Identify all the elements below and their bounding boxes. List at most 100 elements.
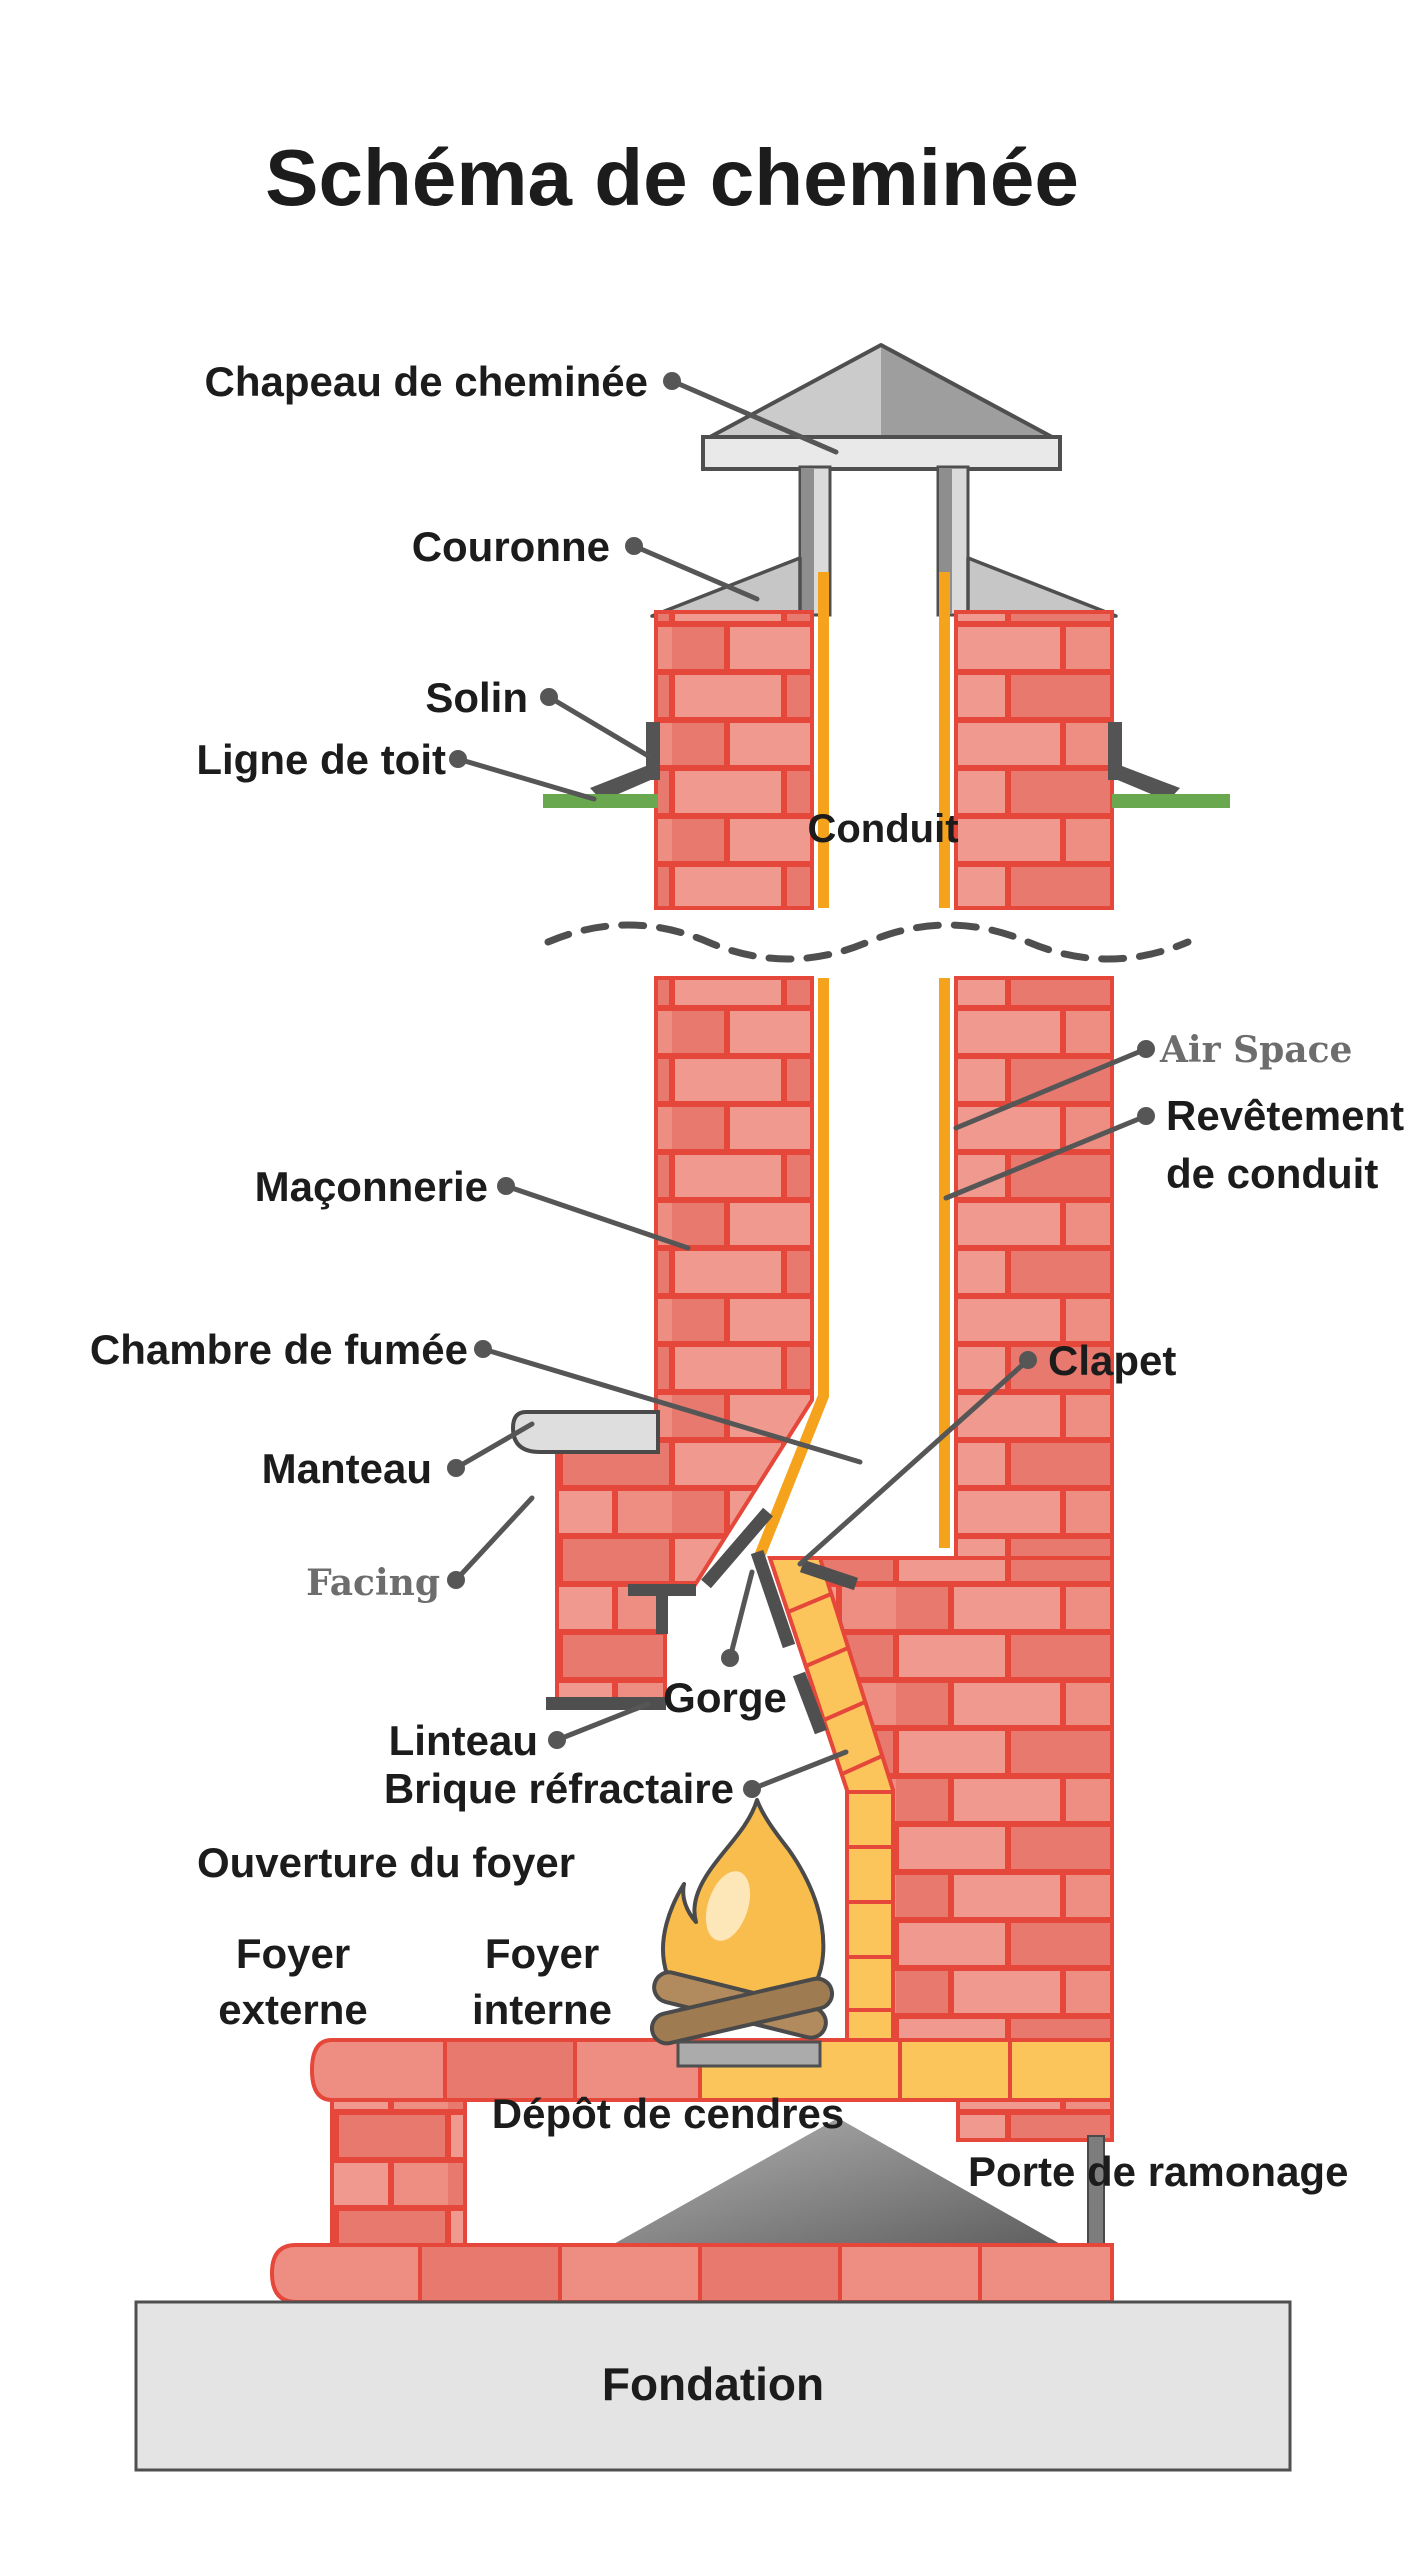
leader-chambre (480, 1346, 863, 1465)
dot-chapeau (663, 372, 681, 390)
label-foyer-externe-line1: Foyer (236, 1930, 350, 1977)
leader-revetement (943, 1113, 1149, 1201)
leader-solin (546, 694, 653, 760)
label-solin: Solin (425, 674, 528, 721)
label-conduit: Conduit (807, 807, 958, 851)
roof-line-left (543, 794, 658, 808)
ash-pile (612, 2118, 1062, 2245)
flashing-right-diagonal (1108, 766, 1180, 801)
label-chambre-de-fumee: Chambre de fumée (90, 1326, 468, 1373)
inner-hearth-joints (898, 2040, 1012, 2100)
label-revetement-line1: Revêtement (1166, 1092, 1404, 1139)
flue-liner-lower-right (939, 978, 950, 1548)
break-wavy-line (544, 921, 1192, 963)
flame-highlight (705, 1871, 751, 1941)
dot-gorge (721, 1649, 739, 1667)
base-brick-course (269, 2243, 1114, 2304)
outer-hearth-joints (443, 2040, 577, 2100)
leader-clapet (797, 1357, 1031, 1567)
leader-couronne (631, 543, 760, 602)
flashing-left-diagonal (590, 766, 660, 801)
label-maconnerie: Maçonnerie (255, 1163, 488, 1210)
damper-plate (799, 1559, 859, 1591)
labels: Chapeau de cheminée Couronne Solin Ligne… (90, 358, 1404, 2410)
label-facing: Facing (306, 1562, 440, 1604)
throat-left-lining (701, 1507, 773, 1589)
mantel-shelf (510, 1410, 660, 1454)
cap-post-left-shade (801, 468, 814, 614)
masonry-left-support-wall (330, 2098, 467, 2247)
fire (649, 1798, 835, 2046)
dot-facing (447, 1571, 465, 1589)
base-brick-b (700, 2247, 840, 2300)
leader-gorge (727, 1569, 755, 1661)
masonry-lower-right-column (954, 976, 1114, 1560)
throat-step-bar (656, 1584, 668, 1634)
label-brique-refractaire: Brique réfractaire (384, 1765, 734, 1812)
dot-maconnerie (497, 1177, 515, 1195)
label-linteau: Linteau (389, 1717, 538, 1764)
dot-ligne-de-toit (449, 750, 467, 768)
leader-brique (749, 1749, 849, 1792)
flashing-right-vertical (1108, 722, 1122, 780)
label-revetement-line2: de conduit (1166, 1150, 1378, 1197)
leader-linteau (554, 1701, 651, 1743)
label-porte-de-ramonage: Porte de ramonage (968, 2148, 1348, 2195)
leader-chapeau (669, 378, 839, 455)
base (134, 2243, 1292, 2472)
label-ouverture-du-foyer: Ouverture du foyer (197, 1839, 575, 1886)
masonry-upper-right-column (954, 610, 1114, 910)
dot-clapet (1019, 1351, 1037, 1369)
log-right (649, 1976, 835, 2046)
damper-edge-lower (792, 1671, 828, 1735)
crown (650, 556, 1118, 618)
flashing-left-vertical (646, 722, 660, 780)
roof-flashing (590, 722, 1180, 801)
base-course-joints (418, 2245, 982, 2302)
leader-facing (453, 1495, 535, 1583)
dot-manteau (447, 1459, 465, 1477)
label-ligne-de-toit: Ligne de toit (196, 736, 446, 783)
outer-hearth-brick (445, 2042, 575, 2098)
firebrick-joints (787, 1592, 893, 2012)
masonry-upper-left-column (654, 610, 814, 910)
roof-line (543, 794, 1230, 808)
dot-chambre (474, 1340, 492, 1358)
label-foyer-interne-line1: Foyer (485, 1930, 599, 1977)
leader-ligne-de-toit (455, 756, 597, 802)
firebrick (698, 1556, 1114, 2102)
leader-manteau (453, 1421, 535, 1471)
cap-posts (798, 465, 970, 617)
chimney-cap (701, 343, 1062, 471)
base-brick-a (420, 2247, 560, 2300)
flue-liner-upper-left (818, 572, 829, 908)
label-foyer-externe-line2: externe (218, 1986, 367, 2033)
label-fondation: Fondation (602, 2358, 824, 2410)
page-title: Schéma de cheminée (265, 133, 1079, 222)
roof-line-right (1112, 794, 1230, 808)
dot-linteau (548, 1731, 566, 1749)
flue-liners (752, 572, 950, 1563)
dot-air-space (1137, 1040, 1155, 1058)
label-manteau: Manteau (262, 1445, 432, 1492)
outer-hearth (309, 2038, 702, 2102)
label-foyer-interne-line2: interne (472, 1986, 612, 2033)
cap-base-slab (701, 435, 1062, 471)
label-couronne: Couronne (412, 523, 610, 570)
inner-hearth-slab (698, 2038, 1114, 2102)
flue-liner-lower-left (752, 978, 829, 1563)
foundation-slab (134, 2300, 1292, 2472)
leader-maconnerie (503, 1183, 691, 1251)
label-gorge: Gorge (663, 1674, 787, 1721)
ash-dump-grate (676, 2040, 822, 2068)
leader-lines (447, 372, 1155, 1798)
leader-air-space (953, 1046, 1149, 1131)
label-clapet: Clapet (1048, 1337, 1176, 1384)
dot-revetement (1137, 1107, 1155, 1125)
dot-couronne (625, 537, 643, 555)
label-chapeau: Chapeau de cheminée (205, 358, 648, 405)
crown-right (966, 556, 1118, 618)
label-depot-de-cendres: Dépôt de cendres (492, 2090, 844, 2137)
